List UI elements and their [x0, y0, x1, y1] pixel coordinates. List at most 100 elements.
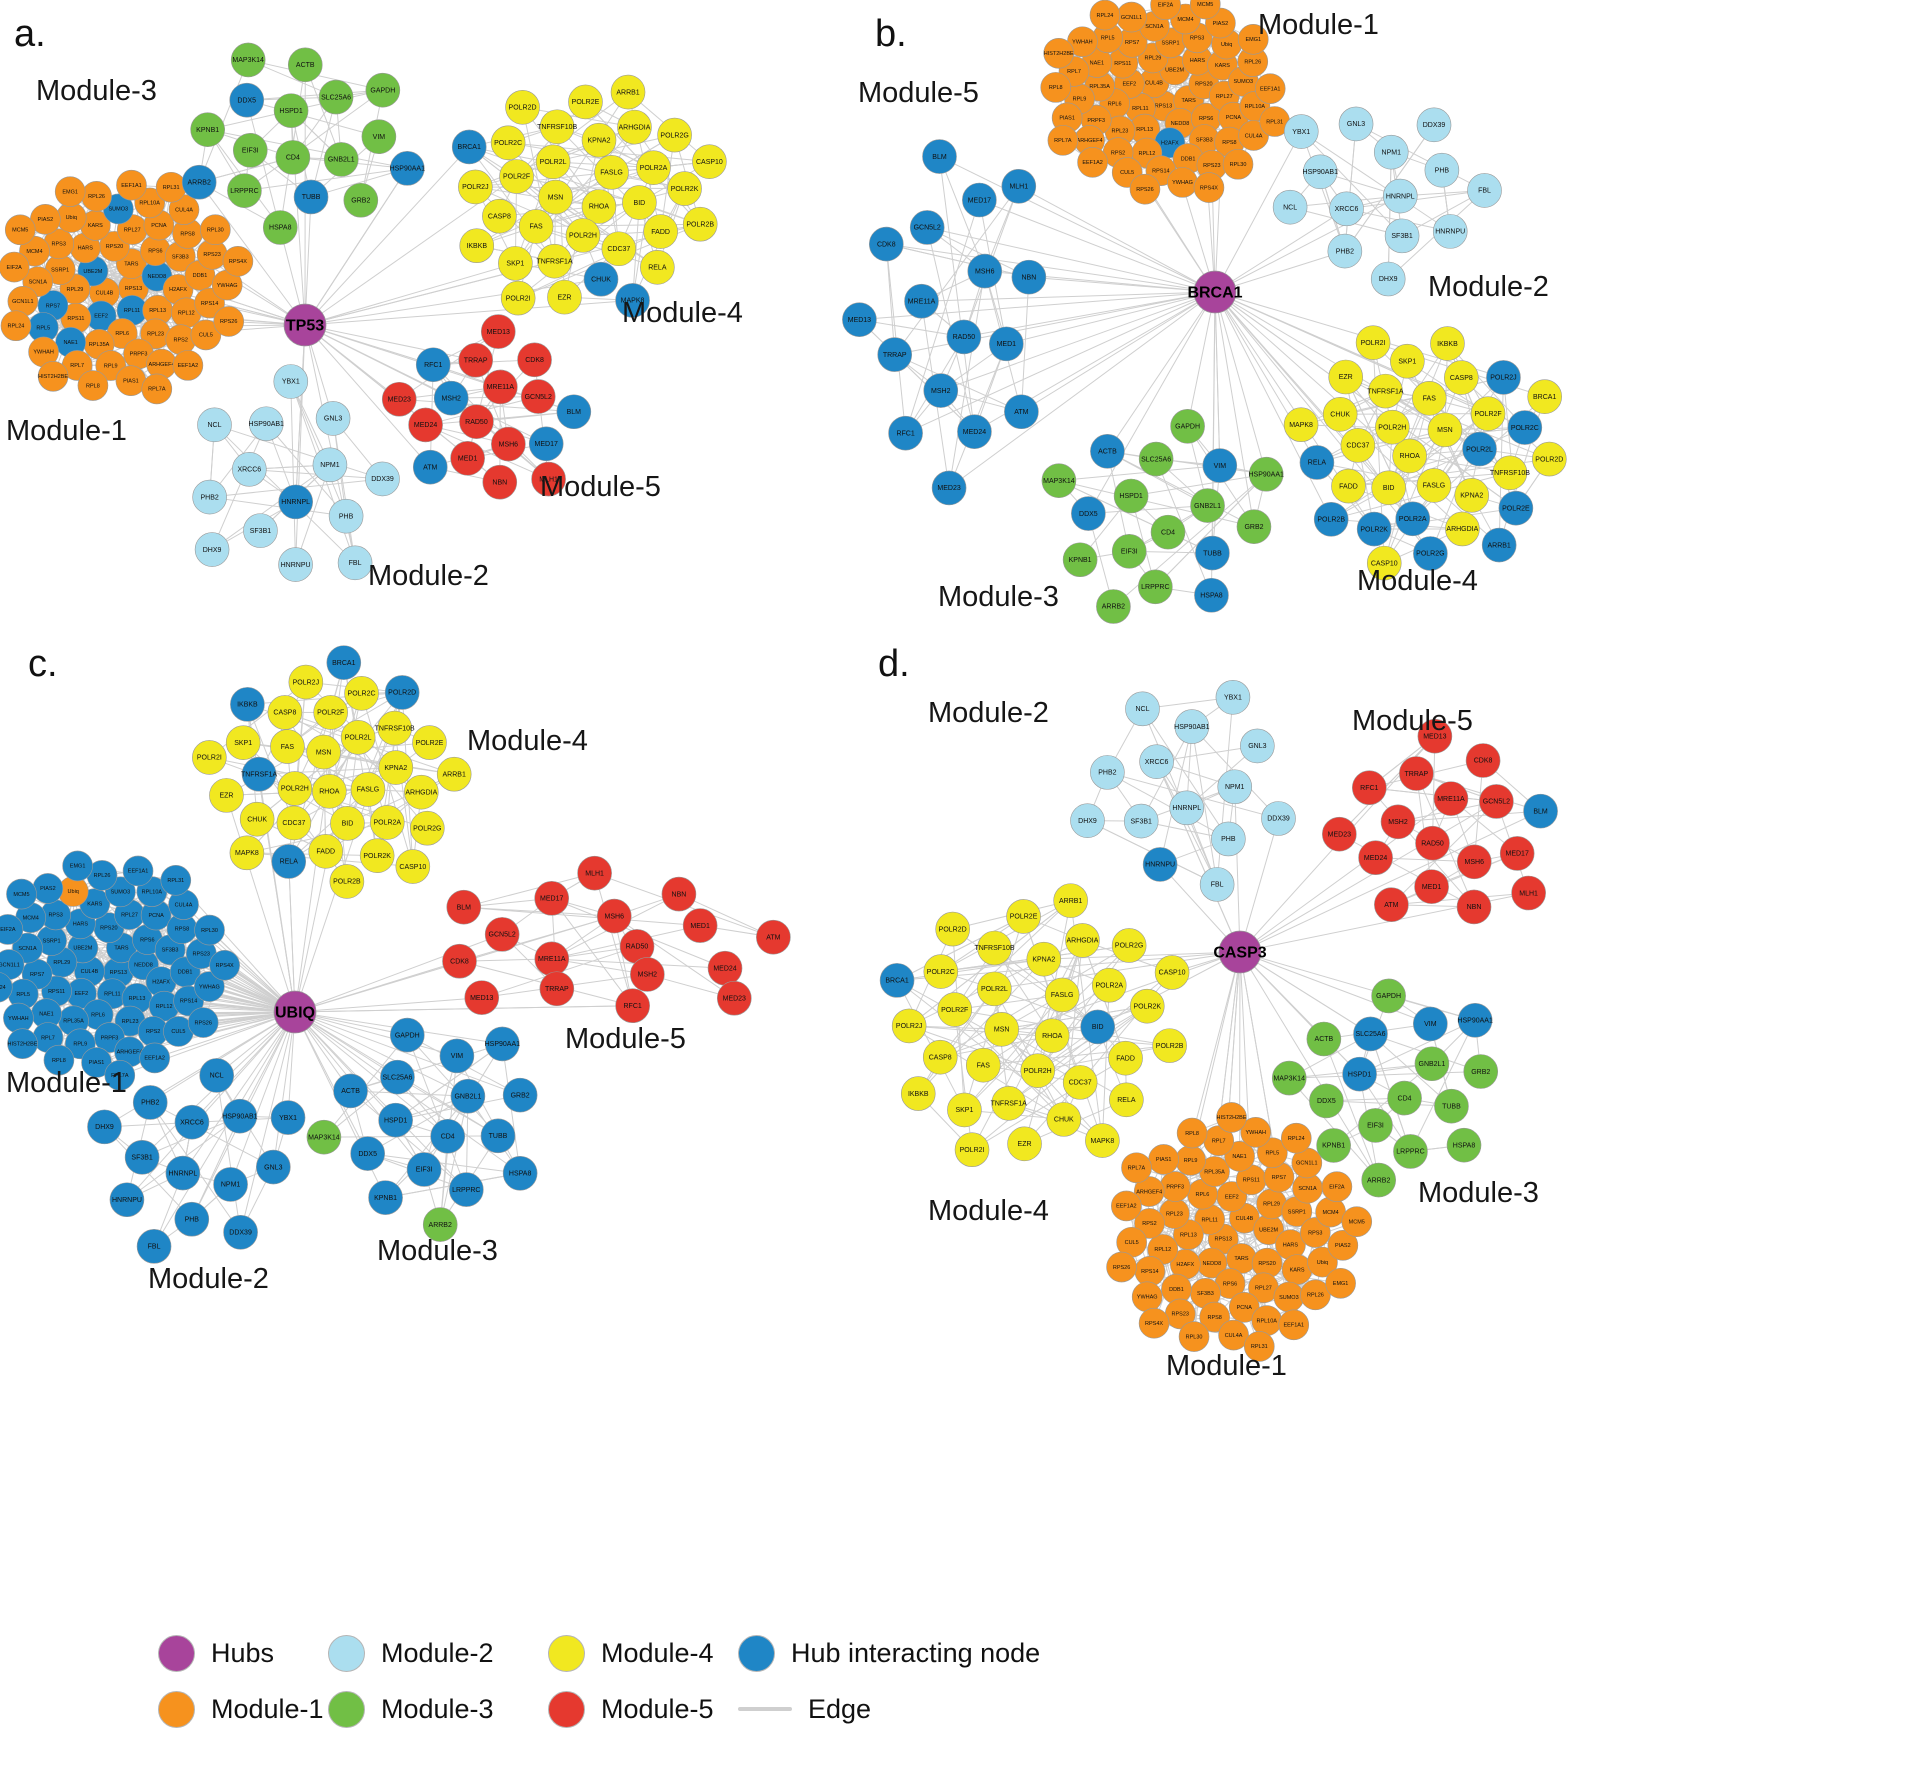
node-GNL3: GNL3 — [256, 1149, 291, 1185]
node-GCN1L1: GCN1L1 — [1116, 1, 1147, 33]
svg-text:PIAS1: PIAS1 — [89, 1060, 105, 1066]
node-YWHAG: YWHAG — [194, 971, 225, 1002]
svg-text:RELA: RELA — [1308, 460, 1327, 467]
svg-text:RPS4X: RPS4X — [216, 963, 234, 969]
node-ARRB1: ARRB1 — [436, 756, 472, 792]
node-RPL8: RPL8 — [1040, 72, 1072, 103]
node-MCM5: MCM5 — [1341, 1206, 1373, 1237]
node-TRRAP: TRRAP — [539, 971, 575, 1007]
svg-text:HIST2H2BE: HIST2H2BE — [1044, 51, 1074, 57]
svg-text:FBL: FBL — [148, 1244, 161, 1251]
node-PHB2: PHB2 — [1090, 755, 1125, 790]
node-RPL24: RPL24 — [0, 972, 13, 1003]
svg-text:CASP10: CASP10 — [1371, 560, 1398, 567]
svg-text:IKBKB: IKBKB — [1437, 341, 1458, 348]
svg-text:RPS20: RPS20 — [106, 244, 123, 250]
svg-text:GNB2L1: GNB2L1 — [1194, 503, 1221, 510]
node-NCL: NCL — [197, 407, 232, 443]
node-SUMO3: SUMO3 — [1273, 1281, 1305, 1313]
node-DDX39: DDX39 — [1416, 107, 1452, 143]
svg-text:SLC25A6: SLC25A6 — [1141, 456, 1171, 463]
svg-text:SKP1: SKP1 — [955, 1107, 973, 1114]
node-MED17: MED17 — [1499, 836, 1535, 871]
hub-node-BRCA1: BRCA1 — [1187, 270, 1243, 314]
node-GCN5L2: GCN5L2 — [520, 379, 556, 414]
svg-text:FAS: FAS — [1423, 396, 1437, 403]
svg-text:HIST2H2BE: HIST2H2BE — [1217, 1115, 1247, 1121]
svg-text:PCNA: PCNA — [1226, 115, 1242, 121]
svg-text:NEDD8: NEDD8 — [1203, 1261, 1222, 1267]
node-POLR2H: POLR2H — [1020, 1053, 1056, 1088]
svg-text:MLH1: MLH1 — [585, 870, 604, 877]
node-POLR2H: POLR2H — [565, 218, 601, 253]
svg-text:CASP10: CASP10 — [399, 864, 426, 871]
module-label: Module-4 — [467, 725, 588, 757]
svg-text:RPL12: RPL12 — [1138, 151, 1155, 157]
node-CHUK: CHUK — [1322, 396, 1358, 432]
svg-text:PRPF3: PRPF3 — [101, 1035, 119, 1041]
node-GAPDH: GAPDH — [365, 72, 401, 108]
svg-text:BID: BID — [1383, 485, 1395, 492]
node-TRRAP: TRRAP — [1399, 756, 1434, 791]
svg-text:HNRNPU: HNRNPU — [112, 1197, 142, 1204]
svg-text:EEF1A1: EEF1A1 — [1260, 86, 1280, 92]
node-BRCA1: BRCA1 — [326, 645, 362, 680]
svg-text:YWHAG: YWHAG — [217, 283, 238, 289]
node-HNRNPL: HNRNPL — [278, 484, 313, 520]
svg-text:MRE11A: MRE11A — [908, 298, 936, 305]
svg-text:Ubiq: Ubiq — [1221, 42, 1232, 48]
node-EIF2A: EIF2A — [0, 914, 24, 945]
node-MAP3K14: MAP3K14 — [1041, 463, 1077, 498]
svg-text:ARHGDIA: ARHGDIA — [1067, 938, 1099, 945]
svg-text:RPL12: RPL12 — [1154, 1247, 1171, 1253]
node-TNFRSF1A: TNFRSF1A — [1367, 373, 1404, 409]
svg-text:HSP90AA1: HSP90AA1 — [390, 166, 426, 173]
svg-text:DDX5: DDX5 — [358, 1151, 377, 1158]
node-SKP1: SKP1 — [947, 1092, 982, 1128]
node-GNL3: GNL3 — [1338, 106, 1374, 142]
node-MED23: MED23 — [381, 381, 417, 417]
svg-text:RHOA: RHOA — [1042, 1033, 1063, 1040]
svg-text:FAS: FAS — [281, 744, 295, 751]
svg-text:RPL29: RPL29 — [53, 960, 70, 966]
node-CDC37: CDC37 — [1340, 428, 1376, 463]
svg-text:POLR2F: POLR2F — [503, 174, 530, 181]
node-RPL24: RPL24 — [1089, 0, 1121, 31]
svg-text:POLR2F: POLR2F — [941, 1007, 968, 1014]
node-EMG1: EMG1 — [54, 176, 86, 207]
node-BLM: BLM — [446, 889, 482, 925]
node-CDK8: CDK8 — [517, 342, 552, 378]
svg-text:UBE2M: UBE2M — [73, 946, 92, 952]
panel-letter: c. — [28, 643, 58, 685]
svg-text:UBE2M: UBE2M — [1165, 68, 1184, 74]
svg-text:MED23: MED23 — [937, 485, 960, 492]
panel-letter: a. — [14, 13, 46, 55]
svg-text:ARHGDIA: ARHGDIA — [1446, 526, 1478, 533]
node-CD4: CD4 — [1387, 1080, 1422, 1116]
node-CD4: CD4 — [430, 1118, 466, 1154]
svg-text:NPM1: NPM1 — [320, 462, 340, 469]
labels-layer: a.Module-1Module-2Module-3Module-4Module… — [6, 9, 1549, 1382]
node-CDK8: CDK8 — [868, 226, 904, 262]
node-CDC37: CDC37 — [276, 805, 312, 841]
svg-text:MED23: MED23 — [1328, 831, 1351, 838]
node-BID: BID — [1080, 1009, 1115, 1045]
svg-text:MSH2: MSH2 — [638, 972, 658, 979]
svg-text:PHB2: PHB2 — [1336, 248, 1354, 255]
svg-text:BRCA1: BRCA1 — [885, 978, 908, 985]
node-HNRNPL: HNRNPL — [1382, 178, 1418, 214]
svg-text:RPL27: RPL27 — [121, 912, 138, 918]
svg-text:DHX9: DHX9 — [95, 1124, 114, 1131]
node-ARRB1: ARRB1 — [1481, 527, 1517, 563]
svg-text:MCM5: MCM5 — [13, 892, 29, 898]
node-MLH1: MLH1 — [1001, 168, 1037, 204]
svg-text:NCL: NCL — [1135, 706, 1149, 713]
svg-text:FADD: FADD — [1116, 1055, 1135, 1062]
svg-text:POLR2K: POLR2K — [671, 186, 699, 193]
node-CASP8: CASP8 — [922, 1039, 958, 1075]
node-LRPPRC: LRPPRC — [227, 173, 262, 208]
svg-text:BRCA1: BRCA1 — [332, 660, 355, 667]
svg-text:HNRNPL: HNRNPL — [281, 499, 310, 506]
svg-text:CUL4A: CUL4A — [1245, 133, 1263, 139]
node-EMG1: EMG1 — [1325, 1267, 1356, 1299]
